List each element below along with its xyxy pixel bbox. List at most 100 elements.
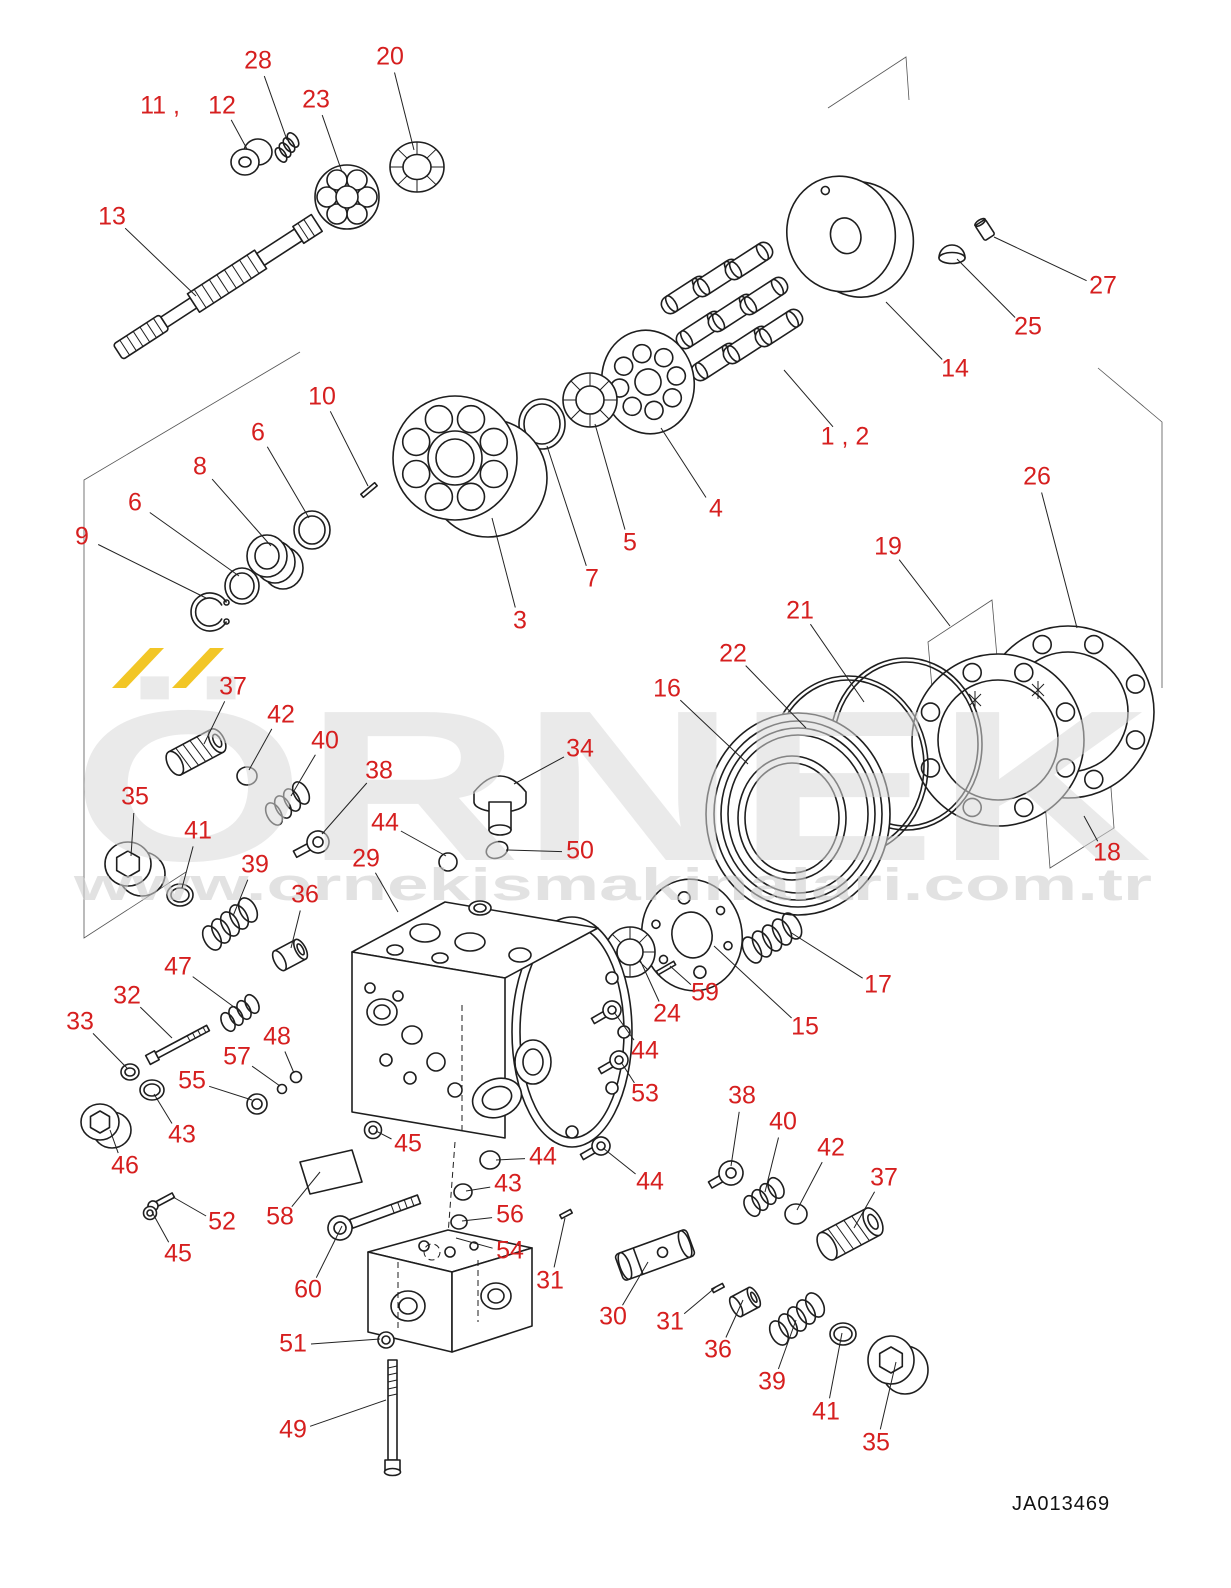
callout-label: 15 <box>791 1013 819 1041</box>
spring-39a <box>201 897 259 951</box>
leader-line <box>172 1196 207 1217</box>
bearing-race-20 <box>389 141 445 193</box>
watermark-accent-stroke <box>172 648 224 688</box>
washer-51 <box>377 1331 395 1349</box>
pin-10 <box>360 481 378 499</box>
callout-label: 4 <box>709 495 723 523</box>
leader-line <box>266 446 310 519</box>
piston-set-1-2 <box>660 241 804 382</box>
leader-line <box>594 423 626 530</box>
callout-label: 40 <box>311 727 339 755</box>
callout-label: 40 <box>769 1108 797 1136</box>
screw-38a <box>292 830 330 859</box>
leader-line <box>321 114 343 173</box>
hex-plug-35a <box>104 841 166 897</box>
leader-line <box>97 544 207 599</box>
leader-line <box>513 756 565 785</box>
leader-line <box>151 1211 170 1243</box>
callout-label: 30 <box>599 1303 627 1331</box>
callout-label: 56 <box>496 1201 524 1229</box>
callout-label: 31 <box>656 1308 684 1336</box>
bolt-49 <box>383 1359 402 1477</box>
leader-line <box>400 830 447 857</box>
leader-line <box>203 701 226 745</box>
callout-label: 31 <box>536 1267 564 1295</box>
seal-43b <box>453 1183 473 1201</box>
seal-41a <box>166 883 194 907</box>
callout-label: 37 <box>219 673 247 701</box>
callout-label: 43 <box>168 1121 196 1149</box>
pin-31b <box>710 1282 726 1294</box>
nut-45a <box>363 1120 383 1140</box>
pin-59 <box>655 960 677 976</box>
watermark: ÖRNEK www.ornekismakinalari.com.tr <box>72 648 1152 910</box>
ring-7 <box>518 398 566 450</box>
callout-label: 16 <box>653 675 681 703</box>
leader-line <box>679 699 749 765</box>
callout-label: 8 <box>193 453 207 481</box>
leader-line <box>209 1085 253 1101</box>
leader-line <box>620 1061 635 1084</box>
callout-label: 44 <box>636 1168 664 1196</box>
pin-27 <box>974 217 995 241</box>
callout-label: 46 <box>111 1152 139 1180</box>
leader-line <box>139 1006 173 1039</box>
watermark-accent-stroke <box>112 648 164 688</box>
leader-line <box>461 1217 493 1222</box>
leader-line <box>639 959 660 1002</box>
callout-label: 27 <box>1089 272 1117 300</box>
callout-label: 5 <box>623 529 637 557</box>
ball-48 <box>289 1070 303 1084</box>
leader-line <box>613 1011 635 1041</box>
callout-label: 29 <box>352 845 380 873</box>
leader-line <box>329 411 369 487</box>
leader-line <box>153 1093 173 1124</box>
leader-line <box>669 965 692 985</box>
callout-label: 60 <box>294 1276 322 1304</box>
callout-label: 33 <box>66 1008 94 1036</box>
drawing-id: JA013469 <box>1012 1493 1110 1515</box>
leader-line <box>809 623 865 703</box>
drive-shaft-13 <box>113 213 324 360</box>
leader-line <box>553 1217 566 1268</box>
leader-line <box>829 1332 843 1399</box>
callout-label: 9 <box>75 523 89 551</box>
callout-label: 12 <box>208 92 236 120</box>
callout-label: 49 <box>279 1416 307 1444</box>
leader-line <box>251 1065 281 1087</box>
callout-label: 45 <box>164 1240 192 1268</box>
leader-line <box>660 427 707 498</box>
dome-plug-25 <box>938 244 966 265</box>
leader-line <box>1083 815 1099 842</box>
callout-label: 6 <box>128 489 142 517</box>
leader-line <box>284 1051 295 1074</box>
leader-line <box>683 1286 717 1315</box>
leader-line <box>745 665 807 729</box>
callout-label: 59 <box>691 979 719 1007</box>
callout-label: 44 <box>371 809 399 837</box>
leader-line <box>505 849 563 853</box>
leader-line <box>248 728 273 771</box>
callout-label: 50 <box>566 837 594 865</box>
case-16 <box>705 712 891 916</box>
callout-label: 44 <box>631 1037 659 1065</box>
callout-label: 37 <box>870 1164 898 1192</box>
ball-42b <box>784 1203 808 1225</box>
leader-line <box>777 1319 797 1370</box>
seal-43a <box>139 1079 165 1101</box>
parts-layer <box>80 132 1155 1477</box>
cap-34 <box>473 775 527 836</box>
sleeve-8 <box>246 534 304 590</box>
seal-ring-6b <box>224 567 260 605</box>
spring-40b <box>743 1176 785 1218</box>
callout-label: 7 <box>585 565 599 593</box>
callout-label: 39 <box>758 1368 786 1396</box>
spring-40a <box>264 781 311 826</box>
leader-line <box>783 369 834 428</box>
callout-label: 48 <box>263 1023 291 1051</box>
leader-line <box>291 1171 321 1208</box>
callout-label: 25 <box>1014 313 1042 341</box>
callout-label: 42 <box>267 701 295 729</box>
spring-39b <box>768 1292 826 1346</box>
